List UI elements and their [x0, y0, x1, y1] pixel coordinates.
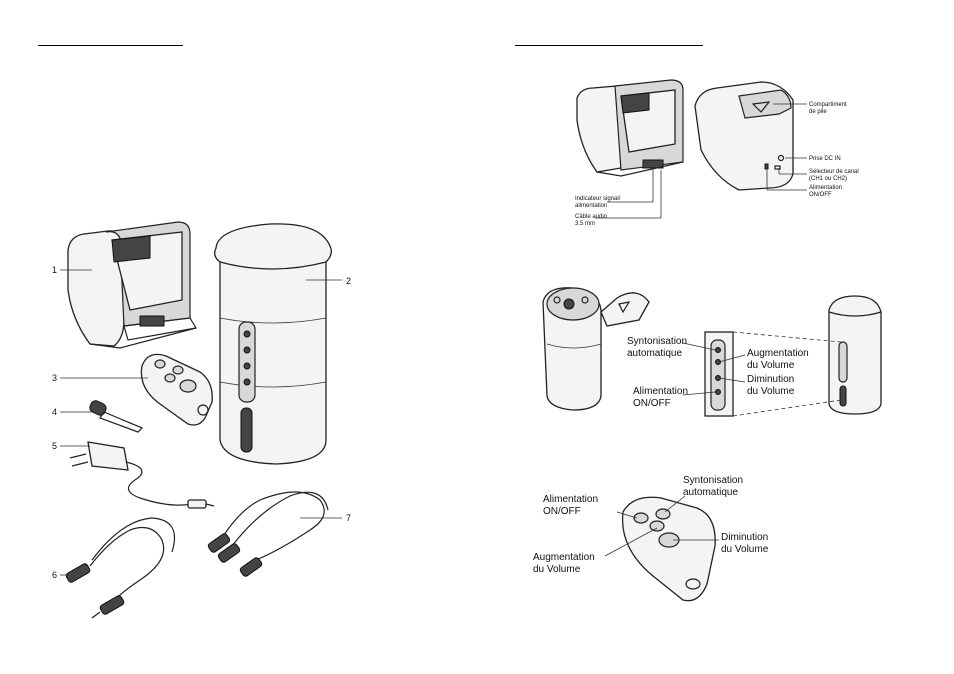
dock-front-view [576, 79, 684, 177]
speaker-side-panel [704, 331, 734, 417]
right-page: Compartiment de pile Prise DC IN Sélecte… [477, 0, 954, 674]
left-page: 1 2 3 4 5 6 7 [38, 45, 351, 619]
speaker-label-vol-down-line1: Diminution [747, 374, 794, 385]
callout-lines [60, 269, 342, 576]
label-channel-selector-line2: (CH1 ou CH2) [809, 176, 847, 182]
remote-label-auto-tune-line2: automatique [683, 487, 738, 498]
microphone [89, 400, 144, 433]
remote-label-auto-tune-line1: Syntonisation [683, 475, 743, 486]
remote-label-vol-up-line2: du Volume [533, 564, 581, 575]
speaker-label-power-line2: ON/OFF [633, 398, 671, 409]
remote-label-power-line2: ON/OFF [543, 506, 581, 517]
docking-station [67, 221, 197, 349]
right-header-rule [515, 45, 703, 46]
remote-control [140, 353, 213, 426]
speaker-leader-lines [682, 342, 746, 396]
rca-cable [207, 491, 329, 577]
label-battery-compartment-line1: Compartiment [809, 102, 847, 108]
remote-label-vol-down-line2: du Volume [721, 544, 769, 555]
controls-illustration: Compartiment de pile Prise DC IN Sélecte… [533, 79, 882, 602]
remote-label-vol-down-line1: Diminution [721, 532, 768, 543]
dock-leader-lines [595, 103, 807, 219]
ac-adapter [69, 441, 215, 509]
label-battery-compartment-line2: de pile [809, 109, 827, 115]
parts-illustration: 1 2 3 4 5 6 7 [52, 221, 351, 619]
callout-number-6: 6 [52, 570, 57, 580]
audio-cable-3-5mm [65, 517, 176, 619]
speaker-top-open-view [542, 287, 650, 411]
label-indicator-line1: Indicateur signal/ [575, 196, 621, 202]
callout-number-1: 1 [52, 265, 57, 275]
label-audio-cable-line2: 3.5 mm [575, 221, 595, 227]
speaker-label-vol-up-line2: du Volume [747, 360, 795, 371]
label-indicator-line2: alimentation [575, 203, 607, 209]
left-header-rule [38, 45, 183, 46]
speaker-label-auto-tune-line2: automatique [627, 348, 682, 359]
speaker-label-power-line1: Alimentation [633, 386, 688, 397]
remote-label-power-line1: Alimentation [543, 494, 598, 505]
label-dc-in: Prise DC IN [809, 156, 841, 162]
remote-label-vol-up-line1: Augmentation [533, 552, 595, 563]
label-dock-power-line1: Alimentation [809, 185, 842, 191]
callout-number-2: 2 [346, 276, 351, 286]
label-channel-selector-line1: Sélecteur de canal [809, 169, 859, 175]
callout-number-4: 4 [52, 407, 57, 417]
label-dock-power-line2: ON/OFF [809, 192, 832, 198]
callout-number-3: 3 [52, 373, 57, 383]
callout-number-5: 5 [52, 441, 57, 451]
speaker-tower [214, 223, 332, 465]
label-audio-cable-line1: Câble audio [575, 214, 608, 220]
speaker-small-view [828, 295, 882, 415]
speaker-label-auto-tune-line1: Syntonisation [627, 336, 687, 347]
callout-number-7: 7 [346, 513, 351, 523]
speaker-label-vol-down-line2: du Volume [747, 386, 795, 397]
remote-leader-lines [604, 495, 719, 557]
remote-closeup [621, 496, 716, 602]
speaker-back-view [694, 81, 794, 191]
speaker-label-vol-up-line1: Augmentation [747, 348, 809, 359]
